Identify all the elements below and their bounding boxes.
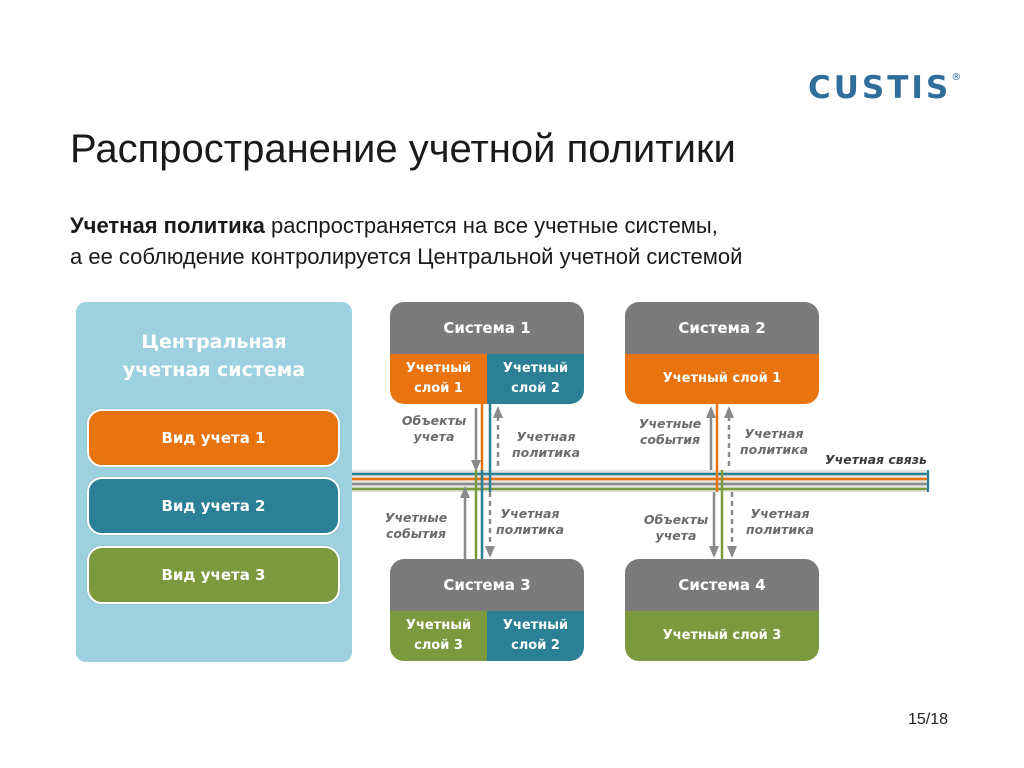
- system4-connectors: [709, 470, 737, 560]
- logo-text: CUSTIS: [808, 70, 952, 106]
- system-1-layer-2: Учетный слой 2: [487, 354, 584, 404]
- system-4-layer-3: Учетный слой 3: [625, 611, 819, 661]
- system-2: Система 2 Учетный слой 1: [625, 302, 819, 404]
- label-objects-s4: Объекты учета: [643, 512, 709, 543]
- system-3-layer-2: Учетный слой 2: [487, 611, 584, 661]
- subtitle-bold: Учетная политика: [70, 213, 265, 238]
- label-policy-s4: Учетная политика: [745, 506, 815, 537]
- system-3-layer-2-label: Учетный слой 2: [502, 618, 569, 653]
- label-events-s2: Учетные события: [638, 416, 702, 447]
- system-1-layer-2-label: Учетный слой 2: [502, 361, 569, 396]
- system-4-title: Система 4: [625, 559, 819, 611]
- system-3: Система 3 Учетный слой 3 Учетный слой 2: [390, 559, 584, 661]
- label-objects-s1: Объекты учета: [401, 413, 467, 444]
- central-system-title: Центральная учетная система: [76, 328, 352, 384]
- accounting-type-3: Вид учета 3: [87, 546, 340, 604]
- label-policy-s1: Учетная политика: [511, 429, 581, 460]
- system-4: Система 4 Учетный слой 3: [625, 559, 819, 661]
- system-2-layer-1: Учетный слой 1: [625, 354, 819, 404]
- system3-connectors: [460, 470, 495, 560]
- label-policy-s2: Учетная политика: [739, 426, 809, 457]
- system-1: Система 1 Учетный слой 1 Учетный слой 2: [390, 302, 584, 404]
- central-title-line1: Центральная: [141, 331, 287, 353]
- accounting-type-2: Вид учета 2: [87, 477, 340, 535]
- system-1-layer-1: Учетный слой 1: [390, 354, 487, 404]
- system-1-title: Система 1: [390, 302, 584, 354]
- label-events-s3: Учетные события: [384, 510, 448, 541]
- label-bus: Учетная связь: [825, 452, 927, 467]
- slide-subtitle: Учетная политика распространяется на все…: [70, 210, 742, 272]
- system-1-layer-1-label: Учетный слой 1: [405, 361, 472, 396]
- accounting-bus: [350, 470, 930, 492]
- slide-title: Распространение учетной политики: [70, 127, 736, 171]
- accounting-type-1: Вид учета 1: [87, 409, 340, 467]
- system-3-layer-3-label: Учетный слой 3: [405, 618, 472, 653]
- system-2-title: Система 2: [625, 302, 819, 354]
- system2-connectors: [706, 403, 734, 492]
- subtitle-line2: а ее соблюдение контролируется Центральн…: [70, 244, 743, 269]
- subtitle-line1: распространяется на все учетные системы,: [264, 213, 718, 238]
- system-3-layer-3: Учетный слой 3: [390, 611, 487, 661]
- system-3-title: Система 3: [390, 559, 584, 611]
- page-number: 15/18: [908, 711, 949, 728]
- central-title-line2: учетная система: [122, 359, 306, 381]
- custis-logo: CUSTIS®: [808, 70, 961, 106]
- system-4-layer-3-label: Учетный слой 3: [662, 628, 782, 643]
- label-policy-s3: Учетная политика: [495, 506, 565, 537]
- registered-mark: ®: [951, 72, 962, 83]
- system-2-layer-1-label: Учетный слой 1: [662, 371, 782, 386]
